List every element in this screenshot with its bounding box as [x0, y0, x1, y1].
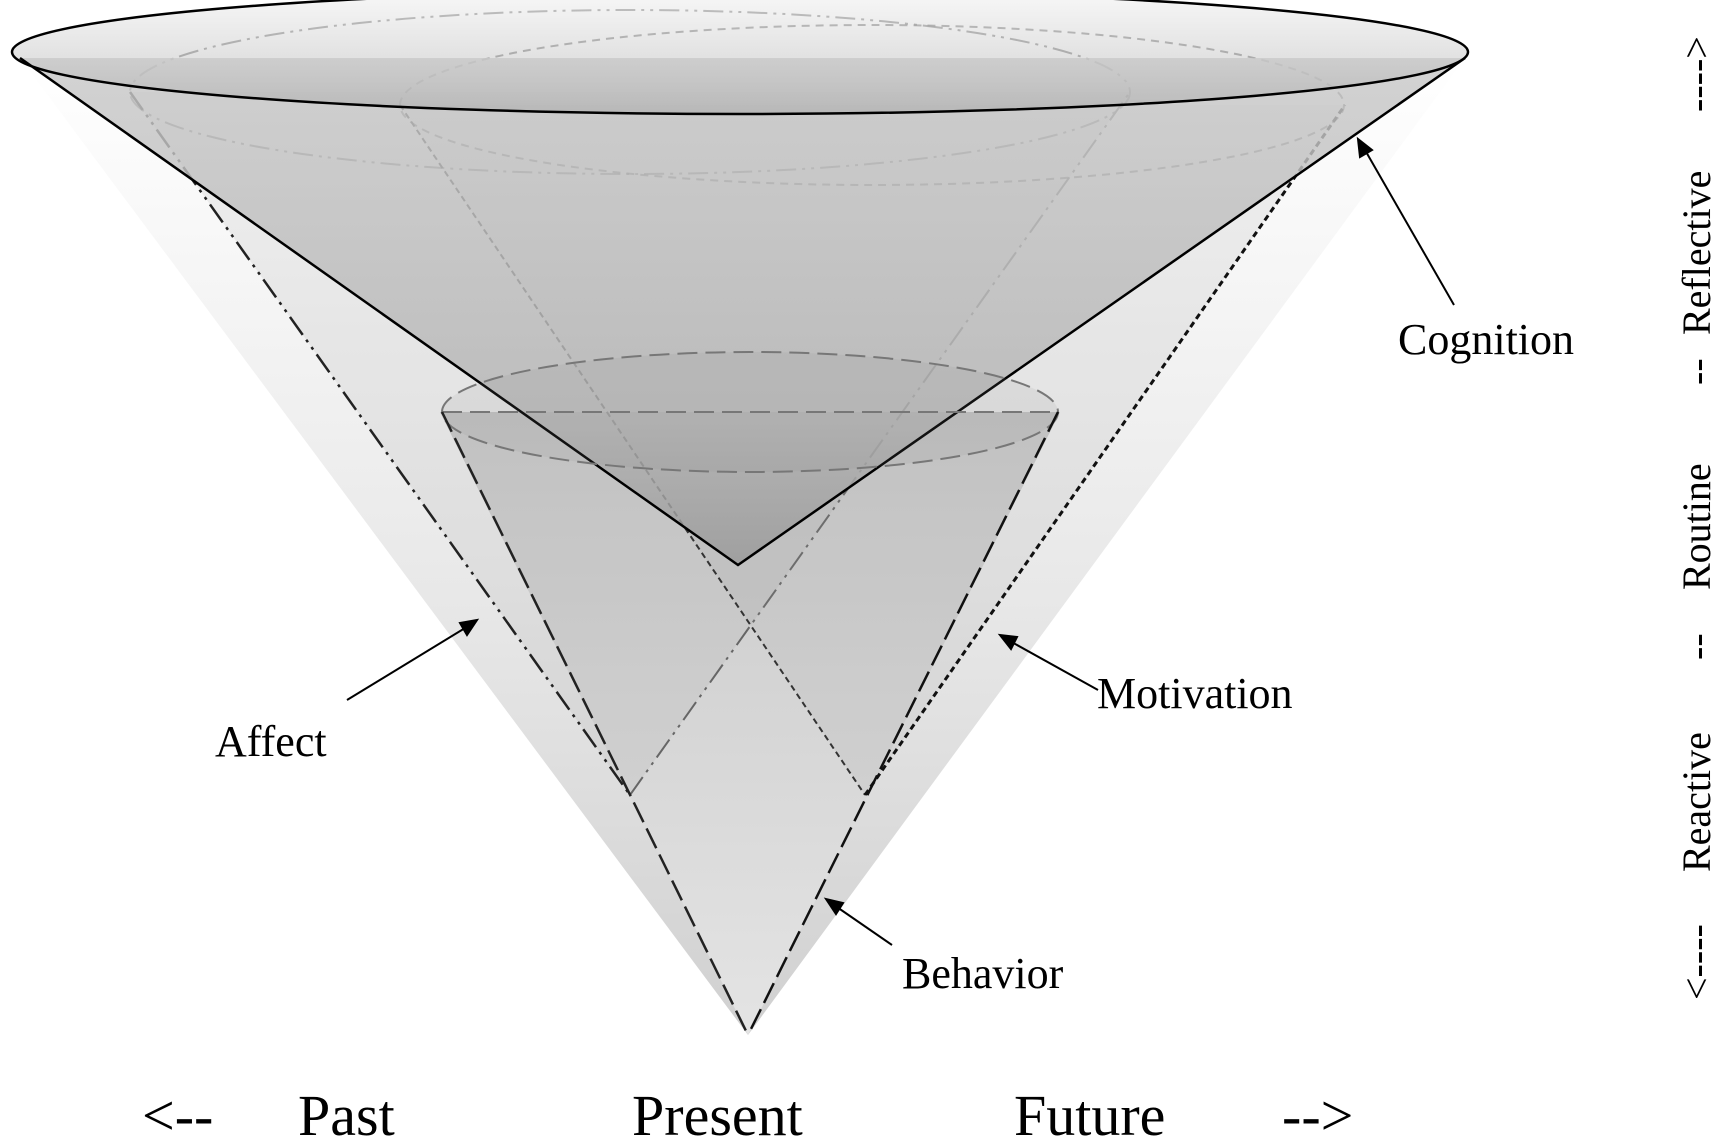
motivation-label: Motivation [1097, 669, 1293, 718]
time-axis-left-arrow: <-- [142, 1083, 213, 1139]
time-axis: <-- Past Present Future --> [142, 1083, 1353, 1139]
mode-axis-start-arrow: <---- [1674, 924, 1713, 1000]
time-axis-future: Future [1014, 1083, 1165, 1139]
mode-axis-reflective: Reflective [1674, 171, 1713, 335]
mode-axis-end-arrow: ----> [1674, 36, 1713, 112]
mode-axis-routine: Routine [1674, 463, 1713, 590]
affect-label: Affect [215, 717, 327, 766]
label-arrows [346, 136, 1455, 946]
mode-axis: <---- Reactive -- Routine -- Reflective … [1674, 36, 1713, 1000]
behavior-cone-fill [440, 412, 1060, 1035]
time-axis-present: Present [632, 1083, 803, 1139]
mode-axis-separator-2: -- [1674, 358, 1713, 385]
behavior-label: Behavior [902, 949, 1064, 998]
cognition-cone [10, 0, 1470, 567]
mode-axis-reactive: Reactive [1674, 732, 1713, 872]
time-axis-past: Past [298, 1083, 395, 1139]
cognition-label: Cognition [1398, 315, 1574, 364]
behavior-cone [440, 351, 1060, 1036]
time-axis-right-arrow: --> [1282, 1083, 1353, 1139]
mode-axis-separator-1: -- [1674, 633, 1713, 660]
